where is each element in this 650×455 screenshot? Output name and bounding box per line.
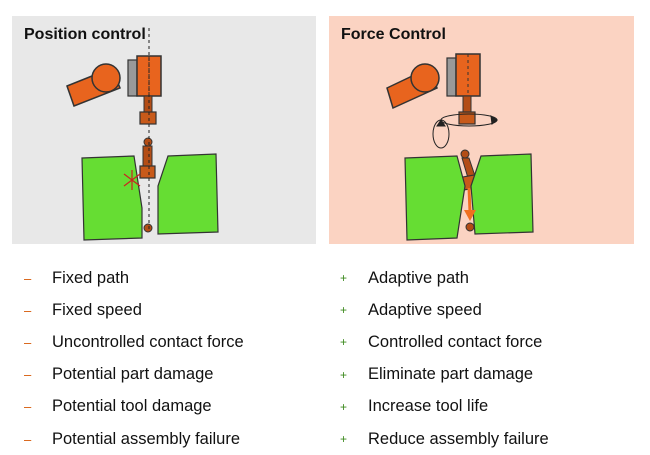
list-item: + Reduce assembly failure	[340, 423, 549, 455]
plus-bullet-icon: +	[340, 335, 348, 350]
workpiece-icon	[404, 153, 534, 241]
list-item-label: Controlled contact force	[368, 332, 543, 351]
list-item-label: Adaptive path	[368, 268, 469, 287]
compliance-rotation-icon	[432, 113, 498, 149]
minus-bullet-icon: –	[24, 302, 32, 318]
force-control-list: + Adaptive path + Adaptive speed + Controll…	[340, 262, 549, 455]
position-control-illustration	[66, 28, 219, 241]
list-item: + Eliminate part damage	[340, 359, 549, 391]
list-item-label: Potential tool damage	[52, 397, 212, 416]
list-item-label: Reduce assembly failure	[368, 429, 549, 448]
minus-bullet-icon: –	[24, 367, 32, 383]
list-item-label: Uncontrolled contact force	[52, 332, 244, 351]
list-item-label: Potential part damage	[52, 365, 214, 384]
list-item: + Increase tool life	[340, 391, 549, 423]
position-control-panel: Position control	[12, 16, 316, 244]
minus-bullet-icon: –	[24, 431, 32, 447]
list-item: – Uncontrolled contact force	[24, 326, 244, 358]
list-item: – Fixed speed	[24, 294, 244, 326]
force-control-illustration	[386, 53, 534, 241]
force-arrow-icon	[464, 187, 476, 221]
plus-bullet-icon: +	[340, 271, 348, 286]
minus-bullet-icon: –	[24, 270, 32, 286]
list-item: – Potential assembly failure	[24, 423, 244, 455]
plus-bullet-icon: +	[340, 432, 348, 447]
list-item-label: Eliminate part damage	[368, 365, 534, 384]
robot-arm-icon	[66, 55, 162, 233]
plus-bullet-icon: +	[340, 367, 348, 382]
collision-mark-icon	[123, 170, 141, 190]
list-item: + Controlled contact force	[340, 326, 549, 358]
robot-arm-icon	[386, 53, 481, 232]
plus-bullet-icon: +	[340, 399, 348, 414]
list-item: – Potential tool damage	[24, 391, 244, 423]
list-item-label: Fixed speed	[52, 300, 142, 319]
plus-bullet-icon: +	[340, 303, 348, 318]
list-item: – Fixed path	[24, 262, 244, 294]
panel-title: Force Control	[341, 26, 446, 43]
list-item: + Adaptive speed	[340, 294, 549, 326]
list-item: – Potential part damage	[24, 359, 244, 391]
workpiece-icon	[81, 153, 219, 241]
force-control-panel: Force Control	[329, 16, 634, 244]
position-control-list: – Fixed path – Fixed speed – Uncontrolled c…	[24, 262, 244, 455]
panel-title: Position control	[24, 26, 146, 43]
list-item-label: Potential assembly failure	[52, 429, 241, 448]
list-item-label: Fixed path	[52, 268, 130, 287]
list-item: + Adaptive path	[340, 262, 549, 294]
minus-bullet-icon: –	[24, 399, 32, 415]
minus-bullet-icon: –	[24, 334, 32, 350]
list-item-label: Adaptive speed	[368, 300, 482, 319]
list-item-label: Increase tool life	[368, 397, 489, 416]
